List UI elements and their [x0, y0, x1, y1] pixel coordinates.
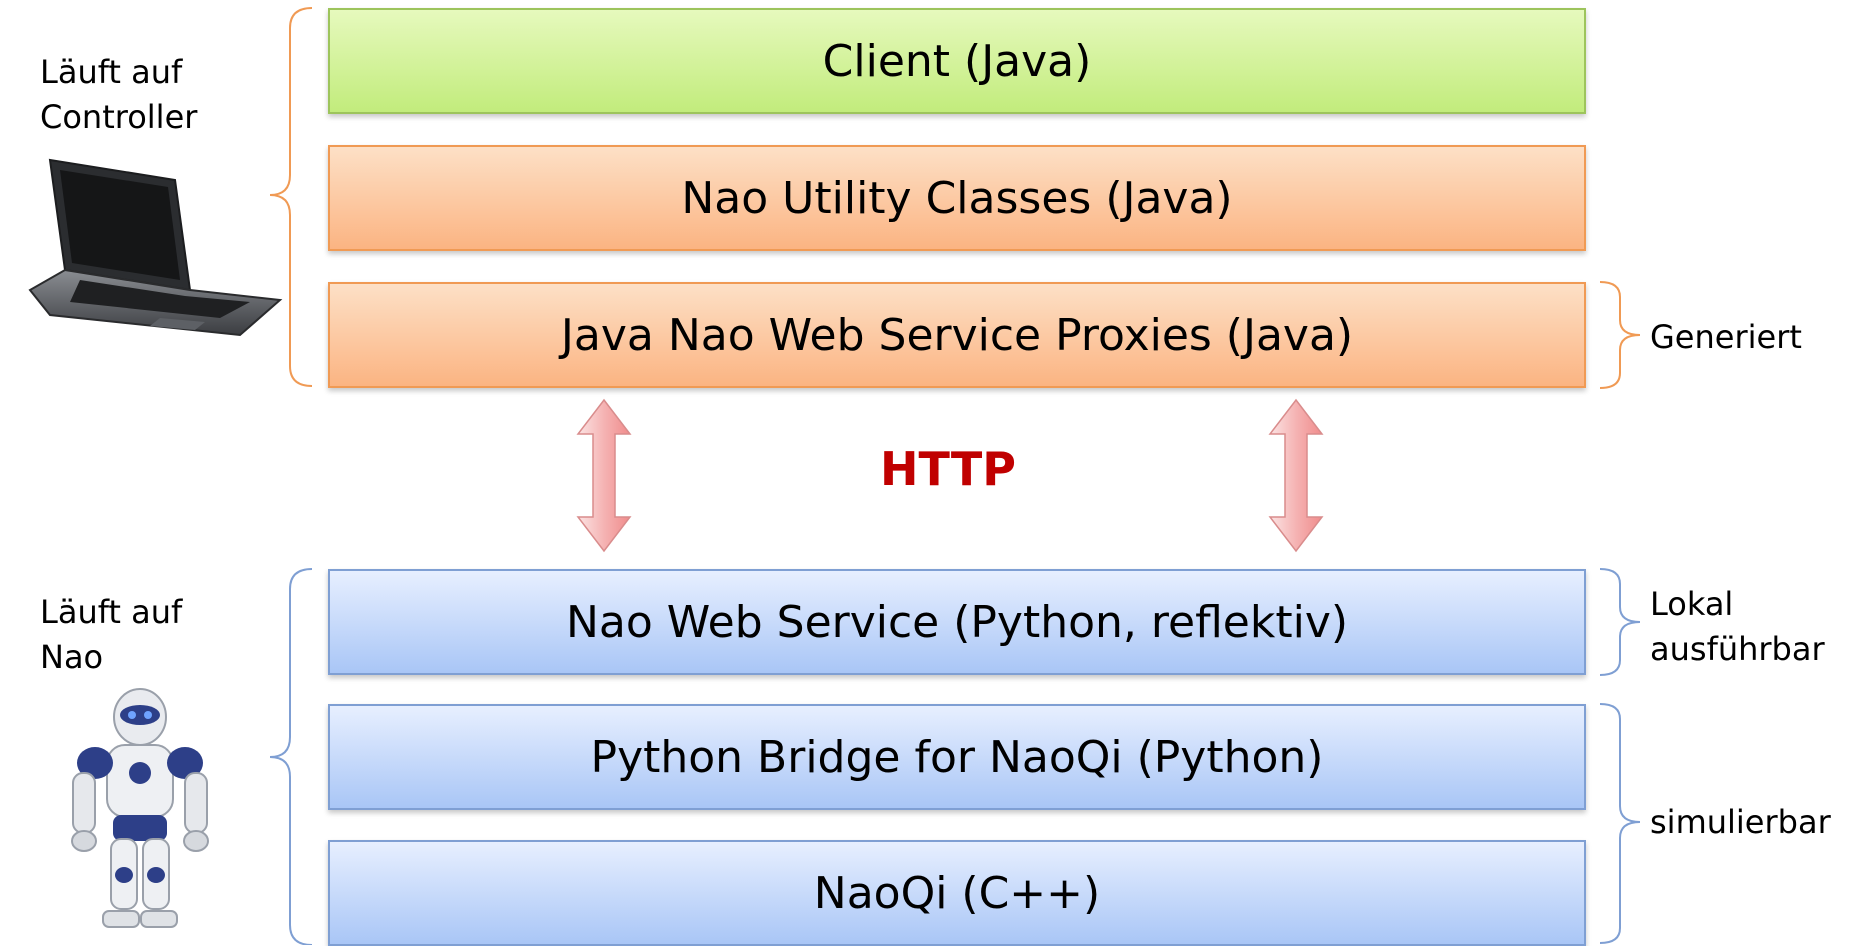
http-arrow-left [576, 398, 632, 553]
nao-brace [269, 568, 313, 945]
naoqi-layer-label: NaoQi (C++) [813, 867, 1101, 919]
python-bridge-layer-label: Python Bridge for NaoQi (Python) [590, 731, 1324, 783]
controller-label: Läuft auf Controller [40, 53, 198, 136]
web-service-proxies-layer-label: Java Nao Web Service Proxies (Java) [560, 309, 1354, 361]
laptop-icon [28, 158, 283, 337]
client-layer: Client (Java) [328, 8, 1586, 114]
web-service-proxies-layer: Java Nao Web Service Proxies (Java) [328, 282, 1586, 388]
local-executable-brace [1599, 568, 1641, 676]
controller-brace [269, 7, 313, 387]
nao-label: Läuft auf Nao [40, 593, 183, 676]
web-service-layer-label: Nao Web Service (Python, reflektiv) [565, 596, 1349, 648]
simulatable-label: simulierbar [1650, 803, 1831, 841]
nao-robot-icon [71, 688, 209, 928]
python-bridge-layer: Python Bridge for NaoQi (Python) [328, 704, 1586, 810]
utility-classes-layer-label: Nao Utility Classes (Java) [681, 172, 1233, 224]
simulatable-brace [1599, 703, 1641, 944]
utility-classes-layer: Nao Utility Classes (Java) [328, 145, 1586, 251]
naoqi-layer: NaoQi (C++) [328, 840, 1586, 946]
local-executable-label: Lokal ausführbar [1650, 585, 1825, 668]
http-arrow-right [1268, 398, 1324, 553]
web-service-layer: Nao Web Service (Python, reflektiv) [328, 569, 1586, 675]
client-layer-label: Client (Java) [822, 35, 1092, 87]
generated-brace [1599, 281, 1641, 389]
http-label: HTTP [880, 442, 1017, 496]
generated-label: Generiert [1650, 318, 1802, 356]
